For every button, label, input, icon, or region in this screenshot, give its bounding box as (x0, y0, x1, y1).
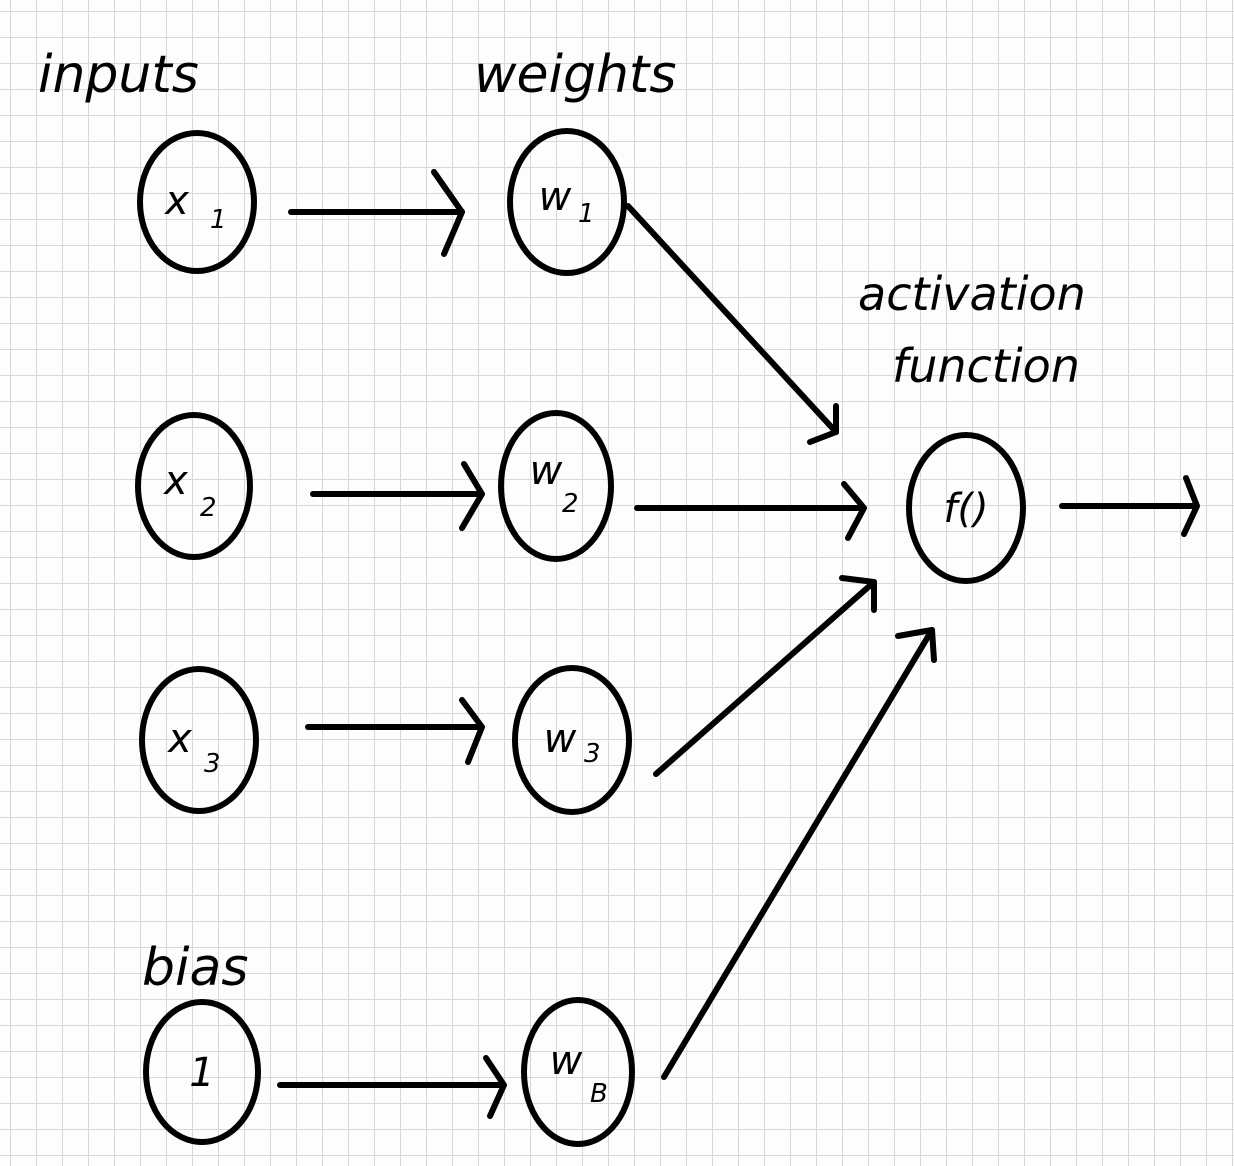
output-arrow (1059, 475, 1200, 537)
arrow-x2-w2 (310, 461, 485, 531)
activation-label-line1: activation (858, 267, 1086, 321)
node-subscript: 1 (210, 205, 227, 235)
input-node-x2: x 2 (135, 412, 253, 560)
weights-label: weights (474, 45, 676, 105)
weight-node-w1: w 1 (507, 128, 627, 276)
node-subscript: 3 (204, 749, 221, 779)
node-subscript: 2 (200, 493, 217, 523)
activation-node: f() (906, 432, 1026, 584)
node-label: w (539, 174, 572, 220)
node-subscript: 1 (578, 199, 595, 229)
node-subscript: 2 (562, 489, 579, 519)
node-subscript: 3 (584, 739, 601, 769)
node-label: 1 (189, 1050, 214, 1096)
activation-label-line2: function (892, 339, 1080, 393)
weight-node-w3: w 3 (512, 665, 632, 815)
node-label: x (166, 716, 192, 762)
node-label: f() (943, 486, 988, 532)
arrow-w2-activation (634, 481, 867, 541)
node-label: w (530, 448, 563, 494)
arrow-x3-w3 (305, 697, 485, 765)
node-label: w (550, 1038, 583, 1084)
bias-label: bias (142, 938, 248, 998)
node-subscript: B (590, 1079, 608, 1109)
input-node-x1: x 1 (137, 130, 257, 274)
arrow-x1-w1 (288, 169, 465, 257)
weight-node-wb: w B (521, 997, 635, 1147)
arrow-w1-activation (625, 203, 839, 445)
input-node-x3: x 3 (139, 666, 259, 814)
weight-node-w2: w 2 (498, 410, 614, 562)
bias-input-node: 1 (143, 999, 261, 1145)
node-label: w (544, 716, 577, 762)
node-label: x (163, 178, 189, 224)
node-label: x (162, 458, 188, 504)
inputs-label: inputs (38, 45, 199, 105)
arrow-bias-wb (277, 1055, 507, 1119)
arrow-wb-activation (661, 627, 937, 1080)
arrow-w3-activation (653, 575, 877, 777)
